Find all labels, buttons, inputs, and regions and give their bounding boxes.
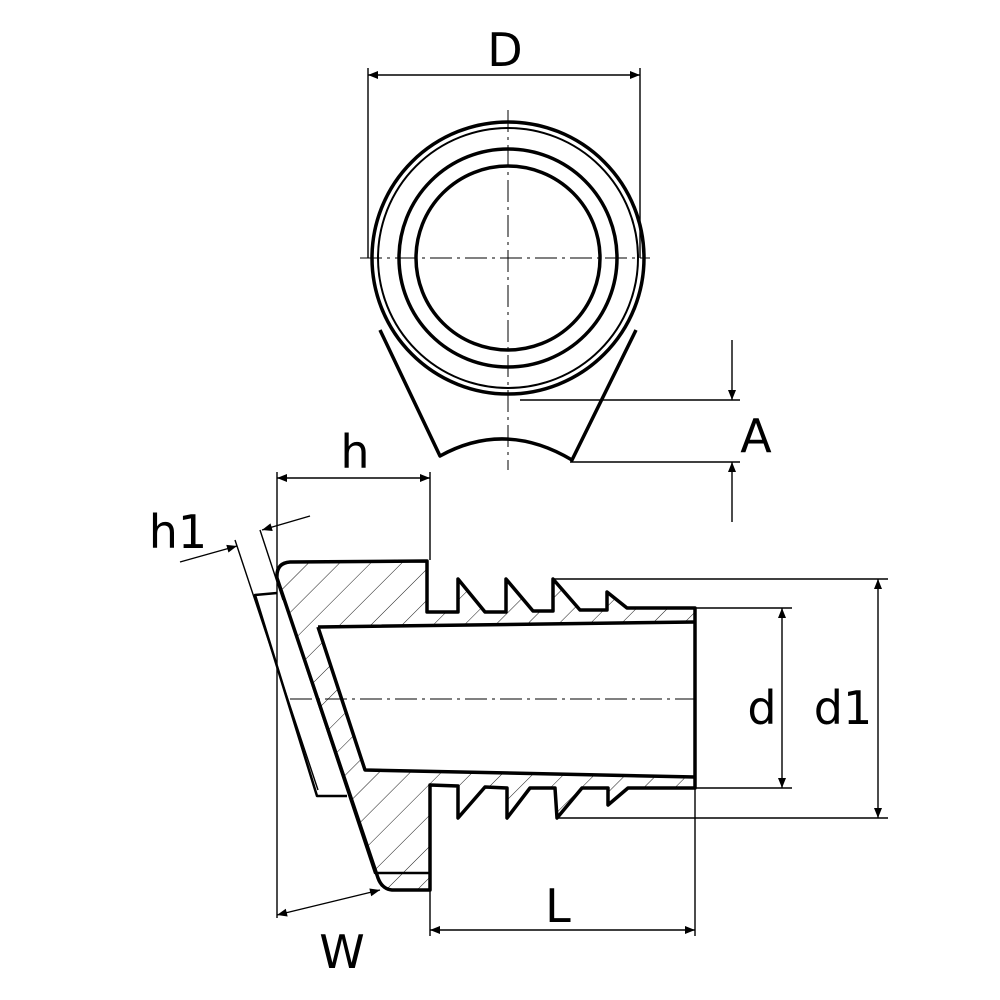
label-D: D: [487, 23, 522, 77]
label-h: h: [340, 425, 369, 479]
label-A: A: [740, 409, 772, 463]
top-view: D A: [360, 23, 772, 522]
label-L: L: [545, 879, 571, 933]
flange-edge-circle: [377, 127, 639, 389]
bore-circle: [414, 164, 602, 352]
section-hatching: [276, 561, 695, 890]
label-d: d: [747, 681, 776, 735]
label-h1: h1: [149, 505, 207, 559]
h1-arrow-right: [261, 515, 311, 532]
h1-extension-outer: [234, 539, 319, 791]
bore-outline: [316, 620, 696, 779]
shank-circle: [397, 147, 619, 369]
h1-arrow-left: [179, 544, 238, 563]
h1-extension-inner: [259, 529, 284, 601]
flange-chamfer-line: [280, 592, 430, 875]
flattened-lug-outline: [378, 329, 638, 462]
outer-flange-circle: [370, 120, 646, 396]
W-dimension-line: [276, 888, 381, 917]
label-W: W: [319, 925, 364, 979]
section-view: h h1 W L d d1: [149, 425, 888, 979]
label-d1: d1: [814, 681, 872, 735]
